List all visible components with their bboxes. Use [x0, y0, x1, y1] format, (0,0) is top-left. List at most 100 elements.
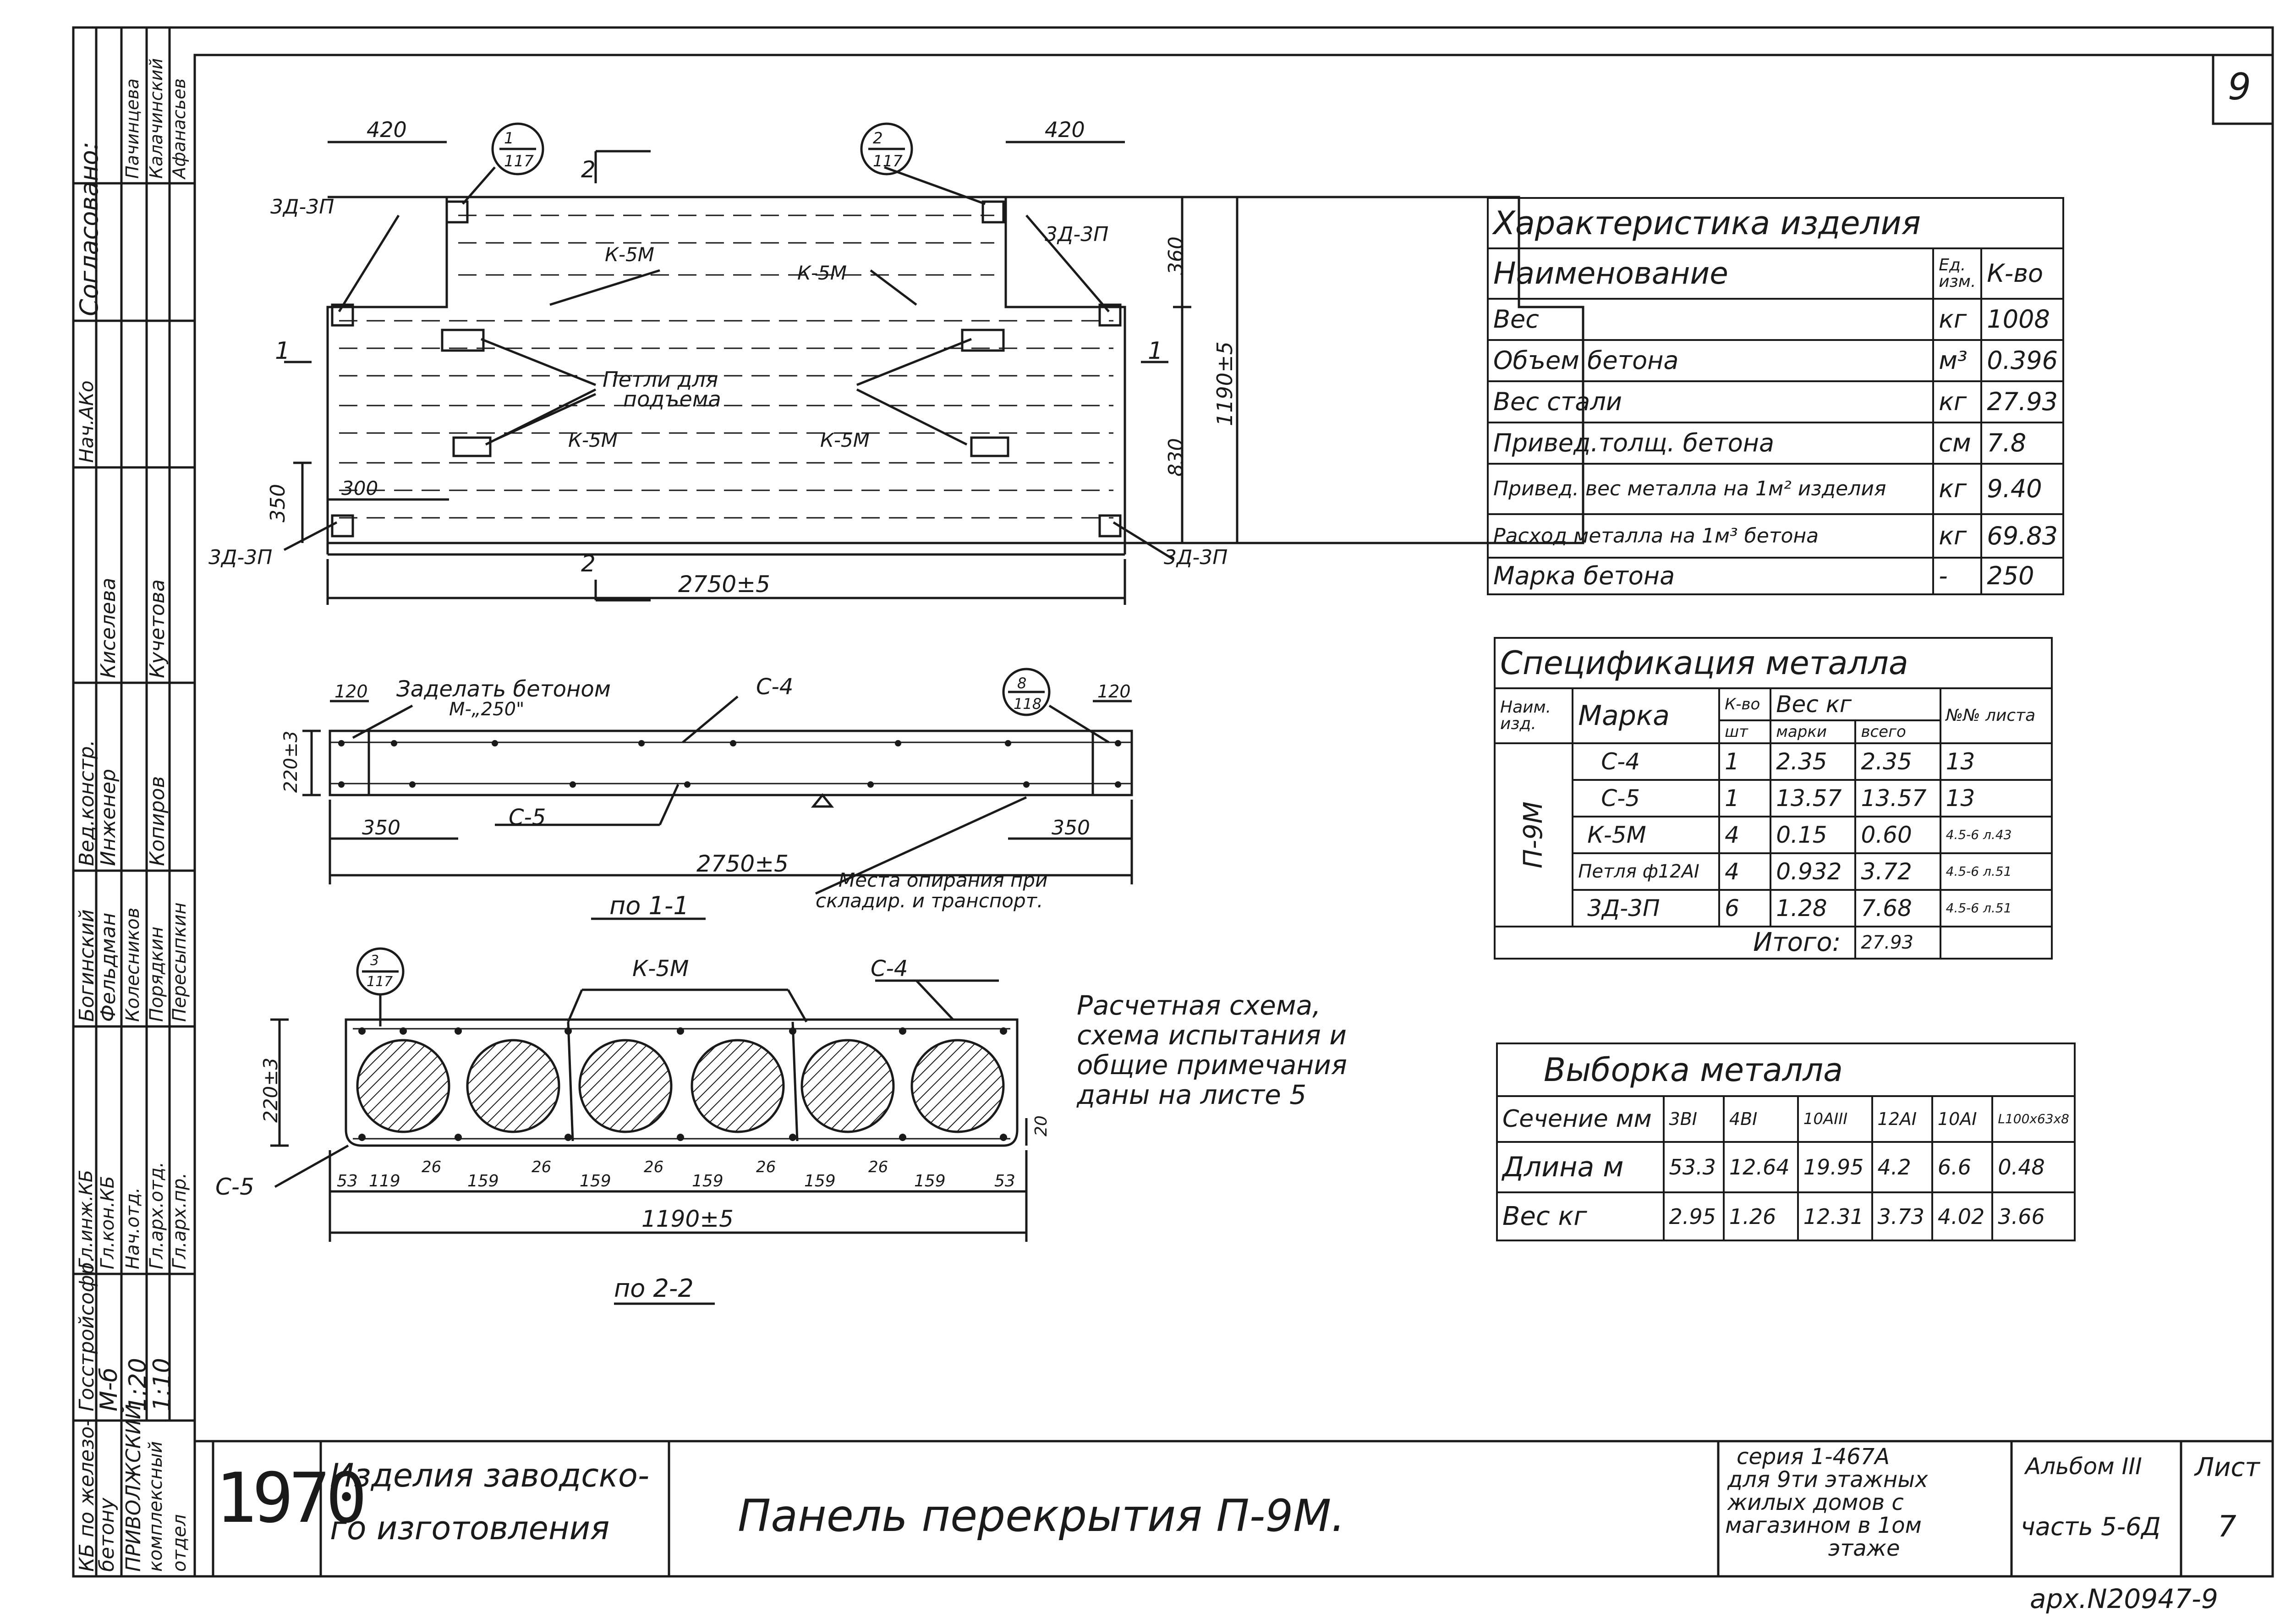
characteristics-table: Характеристика изделия Наименование Ед. …	[1486, 197, 2064, 595]
steel-row-label: Длина м	[1496, 1141, 1665, 1193]
title-category-line1: Изделия заводско-	[330, 1457, 650, 1494]
plan-dim-left: 350	[266, 484, 290, 522]
steel-cell: 1.26	[1722, 1191, 1799, 1241]
plan-dim-right-total: 1190±5	[1212, 341, 1237, 426]
spec-sheet: 13	[1939, 779, 2053, 817]
characteristics-title: Характеристика изделия	[1487, 197, 2064, 249]
sec22-label-c4: С-4	[871, 956, 908, 982]
stamp-agreed-name: Афанасьев	[169, 78, 189, 179]
char-value: 9.40	[1980, 463, 2064, 515]
spec-header-unit: шт	[1718, 719, 1772, 744]
support-note-line2: складир. и транспорт.	[816, 889, 1043, 912]
steel-cell: 12.64	[1722, 1141, 1799, 1193]
char-unit: кг	[1932, 380, 1983, 423]
steel-cell: 4.02	[1931, 1191, 1994, 1241]
char-name: Привед.толщ. бетона	[1486, 422, 1935, 465]
spec-total-label: Итого:	[1493, 926, 1857, 960]
steel-header: 12AI	[1871, 1095, 1933, 1143]
sec22-dim-6: 26	[644, 1158, 664, 1176]
spec-total: 3.72	[1854, 852, 1941, 891]
plan-label-3d3p-tr: 3Д-3П	[1045, 223, 1109, 246]
spec-header-total: всего	[1854, 719, 1941, 744]
sheet-number-box	[2212, 54, 2274, 125]
spec-header-mark: Марка	[1572, 687, 1721, 744]
stamp-role: Гл.арх.пр.	[169, 1172, 190, 1269]
stamp-agreed-name: Калачинский	[146, 58, 166, 179]
steel-cell: 12.31	[1797, 1191, 1873, 1241]
sec22-callout-top: 3	[370, 953, 379, 969]
table-row: Марка бетона-250	[1486, 557, 2064, 595]
series-line-2: для 9ти этажных	[1727, 1467, 1928, 1492]
spec-header-qty: К-во	[1718, 687, 1772, 721]
steel-cell: 3.73	[1871, 1191, 1933, 1241]
sec22-dim-1: 119	[369, 1172, 400, 1191]
spec-sheet: 13	[1939, 742, 2053, 781]
plan-section-2-bottom: 2	[581, 550, 596, 577]
sec22-dim-7: 159	[692, 1172, 723, 1191]
spec-sheet: 4.5-6 л.51	[1939, 889, 2053, 927]
stamp-name: Инженер	[97, 768, 120, 866]
plan-label-k5m-1: К-5М	[605, 243, 654, 266]
stamp-role: Вед.констр.	[75, 740, 99, 866]
sec22-callout-bottom: 117	[367, 974, 393, 990]
spec-mark: С-4	[1572, 742, 1721, 781]
char-name: Вес	[1486, 298, 1935, 341]
plan-dim-top-right: 420	[1045, 117, 1085, 142]
stamp-org-5: комплексный	[145, 1441, 166, 1572]
plan-section-2-top: 2	[581, 156, 596, 183]
specification-title: Спецификация металла	[1494, 637, 2053, 689]
sec11-dim-end-left: 120	[334, 681, 368, 702]
note-line-3: общие примечания	[1077, 1049, 1347, 1081]
spec-total-empty	[1939, 926, 2053, 960]
specification-table: Спецификация металла Наим. изд. Марка К-…	[1493, 637, 2053, 960]
spec-per: 13.57	[1770, 779, 1857, 817]
sec22-label-k5m: К-5М	[632, 956, 689, 982]
spec-per: 0.15	[1770, 816, 1857, 854]
spec-per: 2.35	[1770, 742, 1857, 781]
stamp-org-6: отдел	[169, 1514, 190, 1572]
stamp-name: Копиров	[146, 776, 169, 866]
spec-sheet: 4.5-6 л.51	[1939, 852, 2053, 891]
spec-total: 13.57	[1854, 779, 1941, 817]
steel-summary-table: Выборка металла Сечение мм 3BI 4BI 10AII…	[1496, 1042, 2076, 1241]
char-name: Объем бетона	[1486, 339, 1935, 382]
series-line-5: этаже	[1828, 1536, 1900, 1561]
stamp-role: Нач.АКо	[75, 380, 98, 463]
char-value: 0.396	[1980, 339, 2064, 382]
section-2-2-title: по 2-2	[614, 1274, 694, 1303]
stamp-name: Порядкин	[146, 927, 167, 1022]
series-line-4: магазином в 1ом	[1725, 1513, 1922, 1538]
plan-view	[283, 122, 1584, 605]
sec22-dim-height: 220±3	[259, 1057, 282, 1123]
char-unit: -	[1932, 557, 1983, 595]
sec11-label-c4: С-4	[756, 674, 794, 700]
char-unit: м³	[1932, 339, 1983, 382]
steel-header: 4BI	[1722, 1095, 1799, 1143]
sec11-dim-height: 220±3	[280, 730, 301, 793]
title-block-grid	[195, 1440, 2273, 1576]
sec22-dim-12: 53	[994, 1172, 1015, 1191]
drawing-frame	[193, 54, 2274, 1578]
spec-mark: С-5	[1572, 779, 1721, 817]
lift-loops-line2: подъема	[623, 387, 721, 411]
title-album: Альбом III	[2025, 1453, 2142, 1480]
sec22-dim-4: 26	[532, 1158, 552, 1176]
steel-header: L100x63x8	[1991, 1095, 2076, 1143]
spec-mark: Петля ф12АI	[1572, 852, 1721, 891]
char-name: Расход металла на 1м³ бетона	[1486, 513, 1935, 559]
spec-per: 0.932	[1770, 852, 1857, 891]
spec-sheet: 4.5-6 л.43	[1939, 816, 2053, 854]
title-name: Панель перекрытия П-9М.	[738, 1490, 1345, 1542]
plan-label-3d3p-tl: 3Д-3П	[270, 195, 334, 219]
spec-qty: 6	[1718, 889, 1772, 927]
title-sheet-no: 7	[2218, 1510, 2236, 1544]
section-1-1-title: по 1-1	[609, 891, 689, 920]
plan-dim-bottom-left: 300	[341, 477, 378, 499]
